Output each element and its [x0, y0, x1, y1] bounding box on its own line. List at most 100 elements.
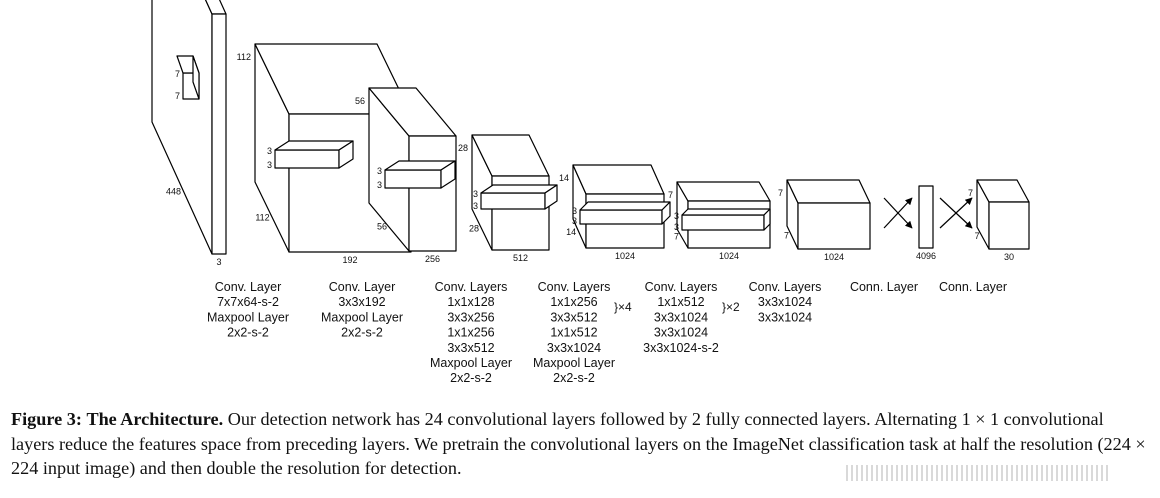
description-line: 3x3x256	[447, 310, 494, 324]
height-label: 28	[458, 143, 468, 153]
description-line: 3x3x192	[338, 295, 385, 309]
description-line: 3x3x512	[447, 341, 494, 355]
channels-label: 192	[342, 255, 357, 265]
kernel-front	[579, 209, 663, 225]
description-line: 2x2-s-2	[553, 371, 595, 385]
description-line: Conv. Layers	[538, 280, 611, 294]
height-label: 7	[778, 188, 783, 198]
caption-title: The Architecture.	[86, 409, 224, 429]
depth-label: 7	[975, 231, 980, 241]
kernel-height-label: 3	[377, 166, 382, 176]
kernel-box	[384, 160, 456, 189]
description-line: 1x1x256	[550, 295, 597, 309]
layer-description-8: Conn. Layer	[939, 280, 1007, 294]
kernel-height-label: 7	[175, 69, 180, 79]
kernel-height-label: 3	[473, 189, 478, 199]
depth-label: 14	[566, 227, 576, 237]
kernel-width-label: 7	[175, 91, 180, 101]
kernel-width-label: 3	[572, 216, 577, 226]
description-line: 3x3x1024-s-2	[643, 341, 719, 355]
kernel-side	[763, 208, 771, 231]
channels-label: 3	[216, 257, 221, 267]
kernel-top	[579, 201, 671, 211]
block-front-face	[918, 185, 934, 249]
depth-label: 7	[674, 231, 679, 241]
layer-block-1: 344844877	[151, 0, 227, 267]
kernel-width-label: 3	[674, 222, 679, 232]
description-line: Maxpool Layer	[321, 310, 403, 324]
description-line: Conv. Layer	[329, 280, 395, 294]
block-side-face	[151, 0, 213, 255]
kernel-box	[176, 55, 200, 100]
kernel-width-label: 3	[267, 160, 272, 170]
description-line: 1x1x128	[447, 295, 494, 309]
channels-label: 1024	[824, 252, 844, 262]
block-front-face	[797, 202, 871, 250]
block-front-face	[988, 201, 1030, 250]
kernel-box	[681, 208, 771, 231]
height-label: 7	[968, 188, 973, 198]
kernel-box	[274, 140, 354, 169]
kernel-side	[192, 55, 200, 100]
kernel-box	[579, 201, 671, 225]
description-line: 1x1x256	[447, 326, 494, 340]
architecture-diagram: 3448448771921121123325656563351228283310…	[151, 0, 1030, 385]
channels-label: 1024	[719, 251, 739, 261]
description-line: 2x2-s-2	[450, 371, 492, 385]
description-line: 2x2-s-2	[341, 326, 383, 340]
description-line: 3x3x1024	[654, 326, 708, 340]
kernel-height-label: 3	[674, 211, 679, 221]
kernel-side	[544, 184, 558, 210]
depth-label: 112	[255, 213, 269, 223]
caption-text: Our detection network has 24 convolution…	[11, 409, 1146, 478]
description-line: 3x3x1024	[758, 295, 812, 309]
description-line: 3x3x1024	[654, 310, 708, 324]
kernel-box	[480, 184, 558, 210]
description-line: Conv. Layers	[435, 280, 508, 294]
kernel-width-label: 3	[473, 201, 478, 211]
depth-label: 7	[784, 231, 789, 241]
description-line: Maxpool Layer	[207, 310, 289, 324]
kernel-top	[480, 184, 558, 194]
description-line: 3x3x1024	[758, 310, 812, 324]
caption-label: Figure 3:	[11, 409, 82, 429]
layer-description-4: Conv. Layers1x1x2563x3x5121x1x5123x3x102…	[533, 280, 632, 385]
block-top-face	[676, 181, 771, 202]
fc-arrow-1b	[883, 197, 913, 229]
watermark	[846, 465, 1110, 481]
block-front-face	[408, 135, 457, 252]
kernel-top	[681, 208, 771, 216]
height-label: 7	[668, 190, 673, 200]
block-front-face	[211, 13, 227, 255]
depth-label: 56	[377, 221, 387, 231]
height-label: 112	[237, 52, 251, 62]
channels-label: 512	[513, 253, 528, 263]
channels-label: 256	[425, 254, 440, 264]
description-line: Maxpool Layer	[430, 356, 512, 370]
description-line: Maxpool Layer	[533, 356, 615, 370]
channels-label: 1024	[615, 251, 635, 261]
layer-block-7: 1024 7 7	[778, 179, 871, 262]
description-line: Conv. Layer	[215, 280, 281, 294]
description-line: 7x7x64-s-2	[217, 295, 279, 309]
layer-description-7: Conn. Layer	[850, 280, 918, 294]
fc-arrow-2b	[939, 197, 973, 229]
kernel-height-label: 3	[572, 206, 577, 216]
kernel-front	[384, 169, 442, 189]
description-line: Conn. Layer	[939, 280, 1007, 294]
description-line: 2x2-s-2	[227, 326, 269, 340]
kernel-front	[681, 214, 765, 231]
layer-block-8: 4096	[916, 185, 936, 261]
kernel-front	[274, 149, 340, 169]
description-line: Conn. Layer	[850, 280, 918, 294]
kernel-height-label: 3	[267, 146, 272, 156]
description-line: 1x1x512	[657, 295, 704, 309]
block-top-face	[786, 179, 871, 204]
kernel-side	[661, 201, 671, 225]
